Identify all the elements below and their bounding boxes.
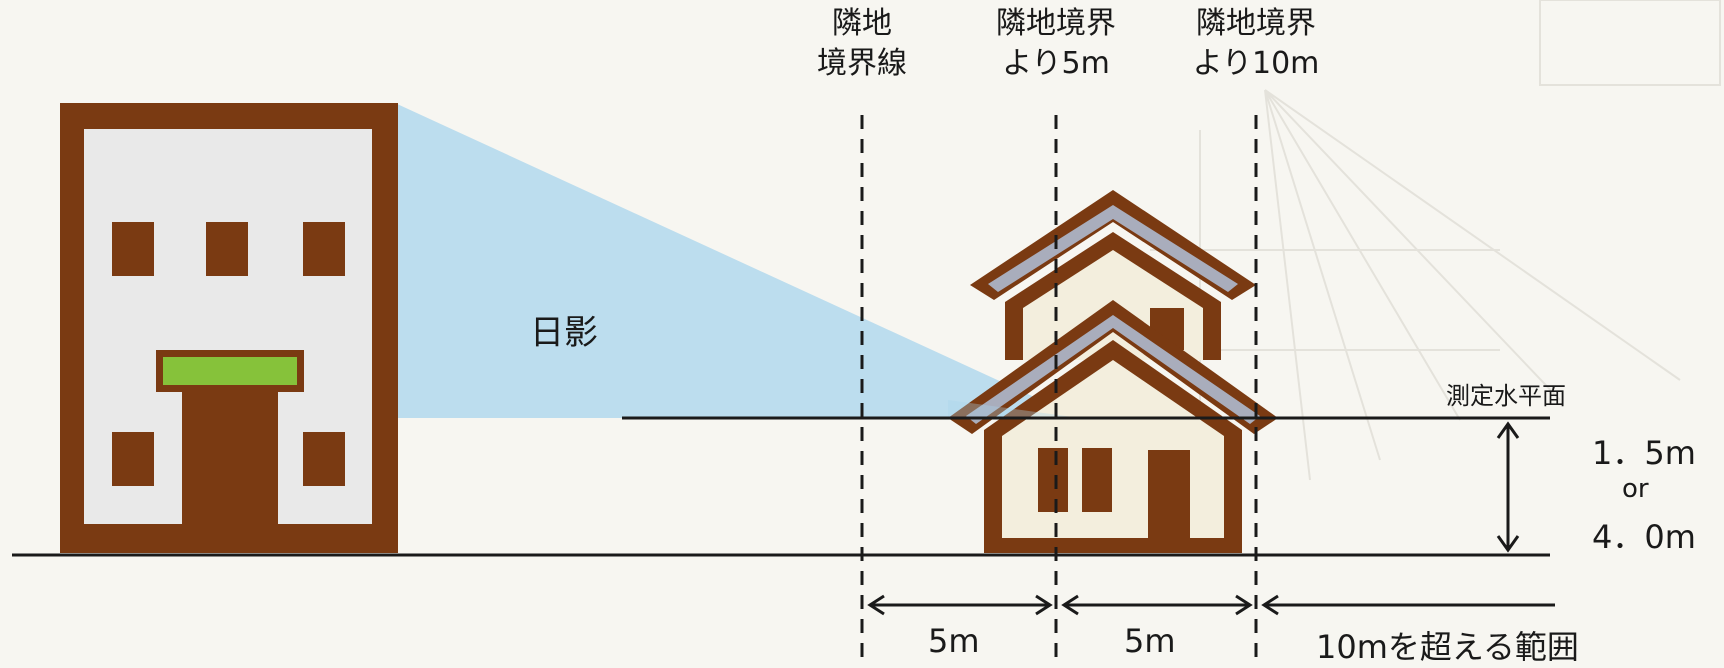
- sun-shadow: [395, 103, 1080, 418]
- shadow-over-house: [948, 400, 1080, 418]
- height-value-1: 1．5m: [1592, 434, 1696, 472]
- boundary-5m-label: 隣地境界 より5m: [996, 6, 1116, 81]
- window: [303, 222, 345, 276]
- distance-label-1: 5m: [928, 622, 980, 660]
- house-door: [1148, 450, 1190, 538]
- height-arrow: [1496, 421, 1520, 553]
- distance-range-label: 10mを超える範囲: [1316, 628, 1579, 666]
- window: [206, 222, 248, 276]
- measurement-plane-label: 測定水平面: [1446, 382, 1566, 410]
- house-window: [1038, 448, 1068, 512]
- boundary-line-label: 隣地 境界線: [817, 6, 907, 81]
- house: [948, 190, 1278, 553]
- window: [303, 432, 345, 486]
- boundary-10m-label: 隣地境界 より10m: [1192, 6, 1320, 81]
- distance-label-2: 5m: [1124, 622, 1176, 660]
- height-or: or: [1622, 474, 1649, 504]
- shadow-label: 日影: [530, 313, 598, 353]
- tall-building: [60, 103, 398, 553]
- window: [112, 432, 154, 486]
- house-window: [1082, 448, 1112, 512]
- window: [112, 222, 154, 276]
- height-value-2: 4．0m: [1592, 518, 1696, 556]
- distance-arrows: [867, 594, 1555, 616]
- entrance-door: [182, 392, 278, 524]
